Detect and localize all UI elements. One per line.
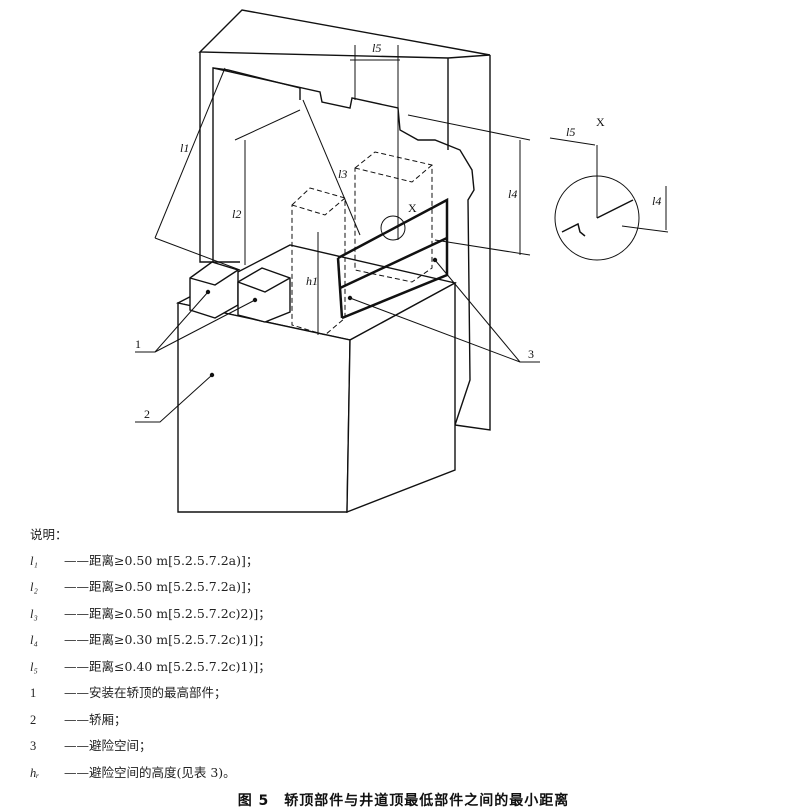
legend-item: 2——轿厢； bbox=[30, 711, 127, 727]
legend-item: l₁——距离≥0.50 m[5.2.5.7.2a)]； bbox=[30, 552, 259, 568]
refuge-space bbox=[291, 151, 433, 336]
detail-label-l4: l4 bbox=[652, 194, 661, 208]
legend: 说明： l₁——距离≥0.50 m[5.2.5.7.2a)]； l₂——距离≥0… bbox=[30, 522, 271, 786]
legend-item: l₂——距离≥0.50 m[5.2.5.7.2a)]； bbox=[30, 579, 259, 594]
elevator-clearance-diagram: l1 l2 l3 l4 l5 h1 X 1 2 3 X l5 l4 bbox=[135, 9, 669, 514]
legend-item: 3——避险空间； bbox=[30, 738, 152, 753]
dimension-lines bbox=[135, 45, 540, 423]
legend-item: l₄——距离≥0.30 m[5.2.5.7.2c)1)]； bbox=[30, 632, 271, 647]
callout-3: 3 bbox=[528, 347, 534, 361]
highest-parts bbox=[189, 261, 291, 323]
legend-item: l₅——距离≤0.40 m[5.2.5.7.2c)1)]； bbox=[30, 658, 271, 674]
figure-caption: 图 5 轿顶部件与井道顶最低部件之间的最小距离 bbox=[237, 793, 570, 809]
detail-x bbox=[549, 137, 669, 261]
label-l3: l3 bbox=[338, 167, 347, 181]
label-l5: l5 bbox=[372, 41, 381, 55]
balustrade bbox=[336, 197, 449, 320]
detail-label-x: X bbox=[596, 115, 605, 129]
label-l4: l4 bbox=[508, 187, 517, 201]
callout-1: 1 bbox=[135, 337, 141, 351]
legend-item: hᵣ——避险空间的高度(见表 3)。 bbox=[30, 764, 236, 780]
label-l2: l2 bbox=[232, 207, 241, 221]
shaft-structure bbox=[198, 9, 491, 431]
callout-2: 2 bbox=[144, 407, 150, 421]
legend-item: 1——安装在轿顶的最高部件； bbox=[30, 685, 227, 700]
label-x: X bbox=[408, 201, 417, 215]
detail-label-l5: l5 bbox=[566, 125, 575, 139]
label-l1: l1 bbox=[180, 141, 189, 155]
legend-title: 说明： bbox=[30, 527, 68, 542]
legend-item: l₃——距离≥0.50 m[5.2.5.7.2c)2)]； bbox=[30, 605, 271, 621]
label-h1: h1 bbox=[306, 274, 318, 288]
